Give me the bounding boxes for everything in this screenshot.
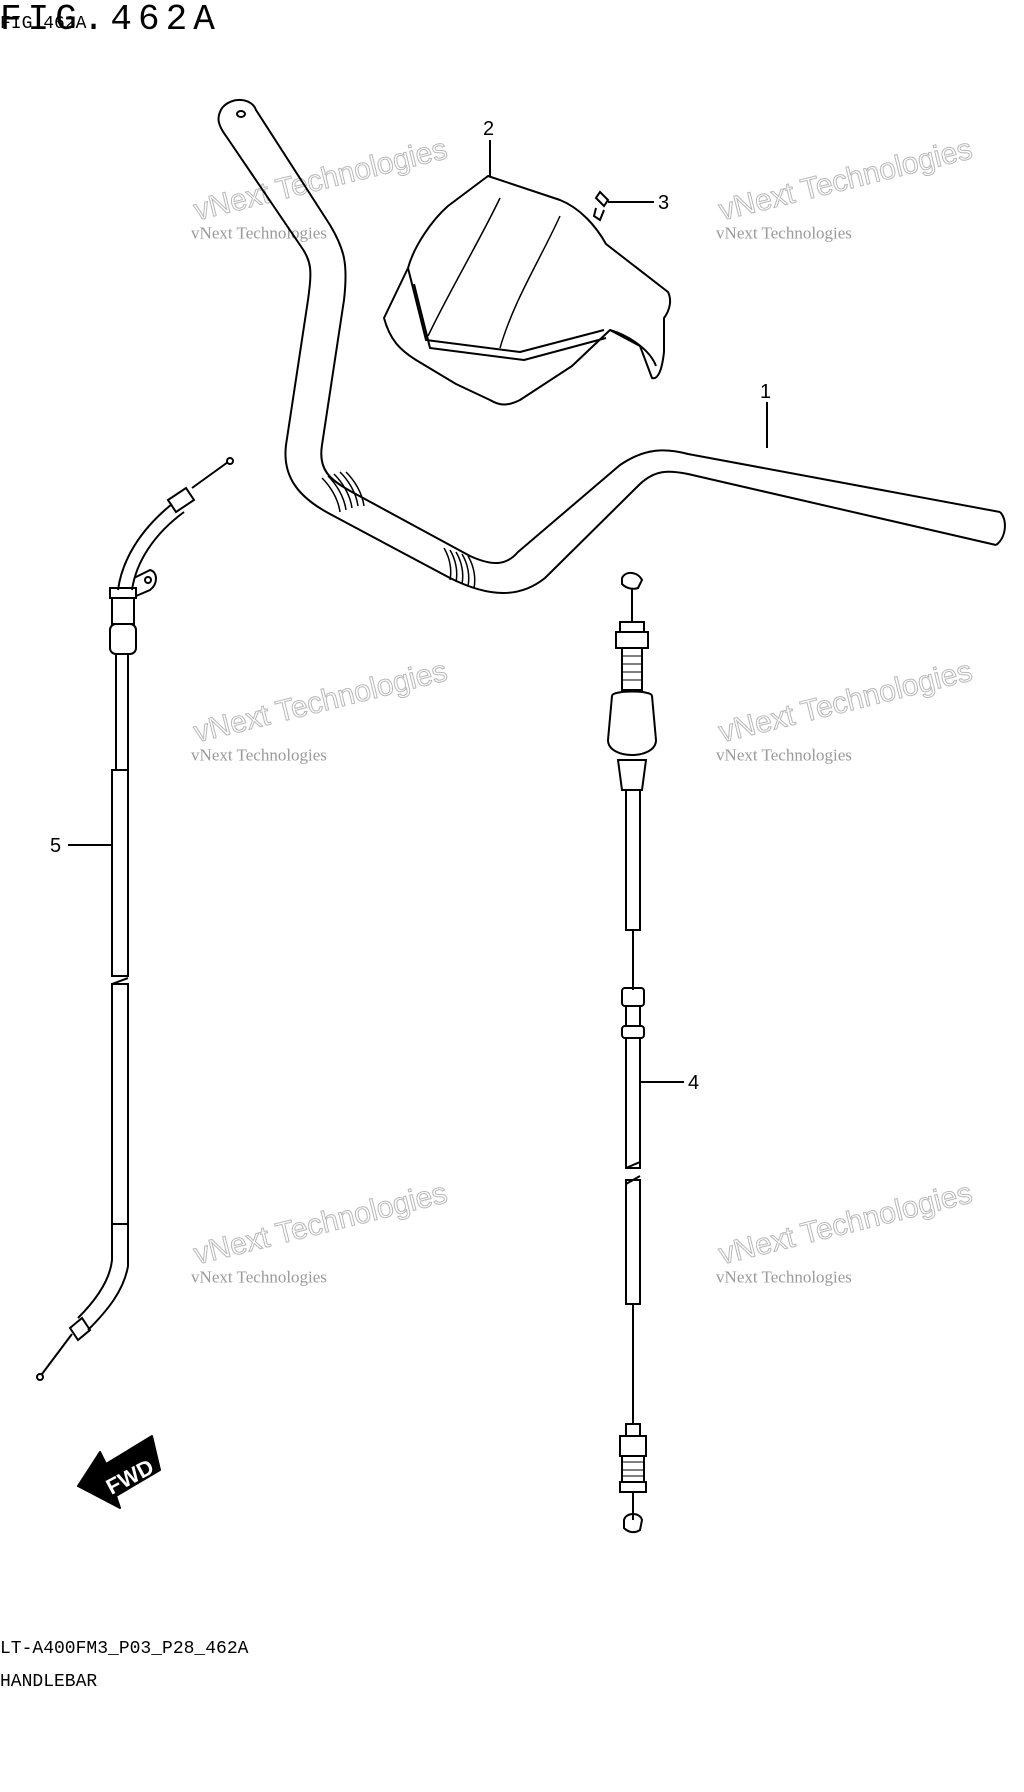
cable4-adjuster-body <box>615 631 649 649</box>
watermark-top-right: vNext Technologies vNext Technologies <box>715 132 976 243</box>
cable4-bottom-locknut <box>619 1481 647 1493</box>
figure-title-overlay: FIG.462A <box>0 14 87 34</box>
screw-shank <box>592 207 605 222</box>
watermark-small-text: vNext Technologies <box>191 224 327 243</box>
cover-side-tab <box>609 329 657 367</box>
watermark-mid-left: vNext Technologies vNext Technologies <box>190 654 451 765</box>
screw-head <box>594 190 610 208</box>
watermark-large-text: vNext Technologies <box>191 133 451 228</box>
handlebar-end-cap <box>995 511 1006 546</box>
handlebar-outer-edge <box>221 99 1001 564</box>
cable4-lower-sheath-2 <box>625 1179 641 1305</box>
watermark-small-text: vNext Technologies <box>716 1268 852 1287</box>
cable5-bottom-ferrule <box>68 1316 92 1342</box>
cable4-bottom-nut <box>619 1435 647 1457</box>
callout-5-label: 5 <box>50 835 61 857</box>
cable5-top-wire <box>191 461 229 489</box>
cable4-upper-sheath <box>625 789 641 931</box>
watermark-mid-right: vNext Technologies vNext Technologies <box>715 654 976 765</box>
cable5-sheath-2 <box>111 983 129 1225</box>
cable4-grommet-mid <box>625 1005 641 1027</box>
watermark-small-text: vNext Technologies <box>191 746 327 765</box>
watermark-large-text: vNext Technologies <box>191 1177 451 1272</box>
cable5-bracket-hole <box>144 576 152 584</box>
cable5-top-fitting <box>166 486 196 514</box>
cable4-boot-neck <box>616 759 648 791</box>
cable-5-part <box>36 457 234 1381</box>
cable4-bottom-thread <box>621 1455 645 1483</box>
cable5-curve-outer <box>117 503 173 591</box>
cable4-break <box>625 1161 641 1169</box>
watermark-top-left: vNext Technologies vNext Technologies <box>190 132 451 243</box>
handlebar-cover-part <box>383 140 672 406</box>
cable5-ferrule-3 <box>109 623 137 655</box>
section-name: HANDLEBAR <box>0 1672 98 1692</box>
cable5-bottom-end <box>36 1373 44 1381</box>
cable4-grommet-bottom <box>621 1025 645 1039</box>
cable4-thread-lines <box>622 655 642 681</box>
figure-title: FIG.462A <box>0 0 221 40</box>
handlebar-inner-edge <box>217 107 997 594</box>
watermark-small-text: vNext Technologies <box>716 224 852 243</box>
cable5-lower-bend-outer <box>77 1224 113 1319</box>
cable4-bottom-ferrule <box>625 1423 641 1437</box>
cover-lower-ridge-2 <box>413 283 607 361</box>
cable5-bottom-wire <box>41 1333 73 1375</box>
cable4-boot <box>606 690 658 756</box>
cable5-bracket <box>133 568 157 597</box>
throttle-cable-part <box>606 572 684 1534</box>
cable4-bottom-thread-lines <box>622 1461 644 1477</box>
watermark-large-text: vNext Technologies <box>716 655 976 750</box>
cable5-curve-inner <box>131 511 185 591</box>
cable5-lower-bend-inner <box>87 1224 129 1331</box>
cable4-top-barrel <box>621 572 644 590</box>
watermark-large-text: vNext Technologies <box>716 1177 976 1272</box>
watermark-small-text: vNext Technologies <box>191 1268 327 1287</box>
callout-2-label: 2 <box>483 118 494 140</box>
watermark-large-text: vNext Technologies <box>716 133 976 228</box>
handlebar-knurl-left <box>321 471 365 513</box>
cable4-bottom-barrel <box>623 1513 644 1534</box>
cable4-adjuster-thread <box>621 647 643 691</box>
watermark-bottom-left: vNext Technologies vNext Technologies <box>190 1176 451 1287</box>
cover-fold-left <box>427 197 501 337</box>
cable5-top-end <box>226 457 234 465</box>
callout-1-label: 1 <box>760 381 771 403</box>
screw-part <box>592 190 654 222</box>
model-code: LT-A400FM3_P03_P28_462A <box>0 1639 249 1659</box>
cover-outline <box>383 175 672 406</box>
cable4-grommet-top <box>621 987 645 1007</box>
cable5-ferrule-2 <box>111 597 135 625</box>
fwd-arrow-icon: FWD <box>77 1435 161 1509</box>
watermark-large-text: vNext Technologies <box>191 655 451 750</box>
watermark-small-text: vNext Technologies <box>716 746 852 765</box>
cable4-adjuster-nut <box>619 621 645 633</box>
callout-3-label: 3 <box>658 192 669 214</box>
cover-lower-ridge <box>407 267 605 353</box>
watermark-bottom-right: vNext Technologies vNext Technologies <box>715 1176 976 1287</box>
cable5-sheath-1 <box>111 769 129 977</box>
handlebar-knurl-right <box>443 547 476 589</box>
handlebar-part <box>217 99 1006 594</box>
handlebar-end-hole <box>236 110 246 118</box>
cover-fold-right <box>499 215 561 349</box>
cable4-lower-sheath-1 <box>625 1037 641 1169</box>
callout-4-label: 4 <box>688 1072 699 1094</box>
